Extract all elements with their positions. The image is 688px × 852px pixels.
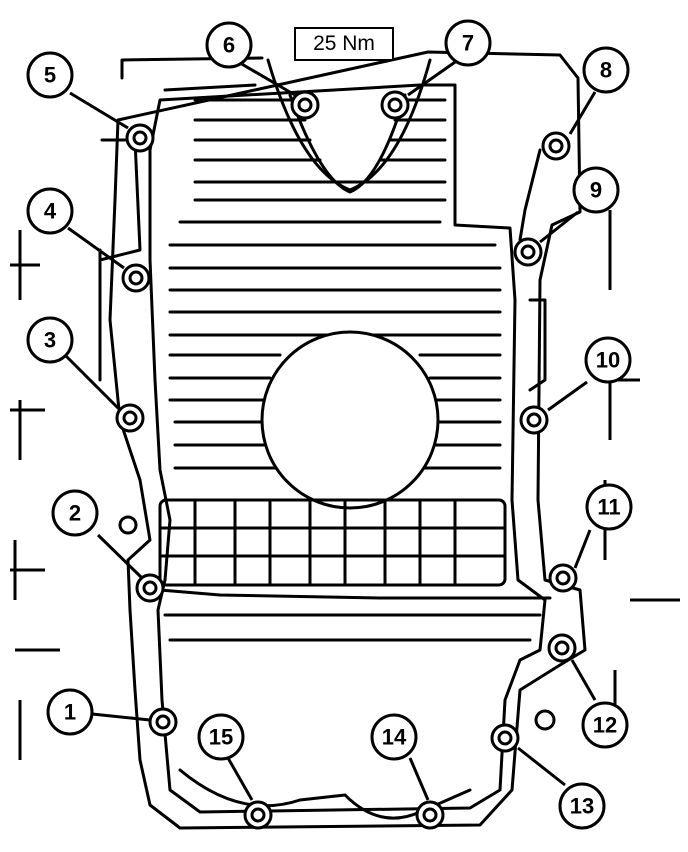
bolt-13-icon (490, 723, 520, 753)
lower-rail (158, 588, 552, 600)
callout-3-label: 3 (44, 328, 56, 353)
left-rail (98, 138, 142, 382)
lower-edge-wave (178, 768, 472, 820)
callout-1-label: 1 (64, 700, 76, 725)
callout-14-circle (370, 713, 418, 761)
dowel-hole (534, 709, 556, 731)
callout-12-circle (581, 701, 629, 749)
torque-spec-label: 25 Nm (294, 27, 394, 61)
callout-3-circle (26, 316, 74, 364)
bolt-9-icon (513, 237, 543, 267)
callout-6-label: 6 (223, 33, 235, 58)
bolt-1-icon (148, 707, 178, 737)
bolt-3-icon (115, 403, 145, 433)
bolt-12-icon (547, 633, 577, 663)
callout-15-circle (197, 713, 245, 761)
callout-9-label: 9 (590, 178, 602, 203)
drain-boss (260, 330, 440, 510)
callout-9-circle (572, 166, 620, 214)
callout-6-circle (205, 21, 253, 69)
bolt-8-icon (541, 131, 571, 161)
callout-13-label: 13 (570, 794, 594, 819)
callout-5-label: 5 (44, 63, 56, 88)
callout-11-circle (585, 483, 633, 531)
bolt-5-icon (125, 123, 155, 153)
callout-2-circle (51, 489, 99, 537)
bolt-11-icon (548, 563, 578, 593)
callout-15-label: 15 (209, 725, 233, 750)
callout-10-label: 10 (596, 348, 620, 373)
bolt-2-icon (135, 573, 165, 603)
bolt-10-icon (519, 405, 549, 435)
bolt-4-icon (121, 263, 151, 293)
bolt-15-icon (243, 800, 273, 830)
callout-4-circle (26, 187, 74, 235)
callout-leaders (63, 58, 597, 801)
callout-11-label: 11 (597, 495, 620, 520)
bolt-6-icon (290, 90, 320, 120)
callout-7-circle (444, 19, 492, 67)
callout-12-label: 12 (593, 713, 617, 738)
callout-10-circle (584, 336, 632, 384)
callout-8-circle (582, 46, 630, 94)
bolt-7-icon (380, 90, 410, 120)
front-cover-recess (266, 58, 432, 192)
callout-1-circle (46, 688, 94, 736)
callout-5-circle (26, 51, 74, 99)
bolt-14-icon (415, 800, 445, 830)
callout-7-label: 7 (462, 31, 474, 56)
callout-8-label: 8 (600, 58, 612, 83)
oil-pan-inner-flange (148, 83, 547, 814)
callout-2-label: 2 (69, 501, 81, 526)
callout-14-label: 14 (382, 725, 407, 750)
callout-4-label: 4 (44, 199, 57, 224)
dowel-hole (118, 515, 138, 535)
right-rail (518, 148, 547, 392)
rib-grid (158, 498, 507, 587)
callout-13-circle (558, 782, 606, 830)
